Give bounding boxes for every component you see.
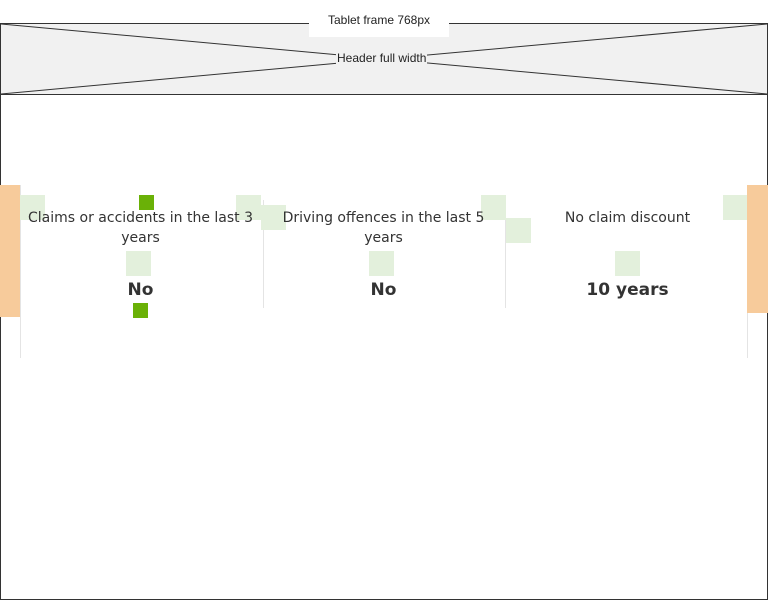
summary-value: No xyxy=(127,280,154,300)
summary-label: Driving offences in the last 5 years xyxy=(282,210,485,246)
spacing-placeholder xyxy=(481,195,506,220)
marker-top xyxy=(139,195,154,210)
spacing-placeholder xyxy=(615,251,640,276)
marker-bottom xyxy=(133,303,148,318)
summary-item-claims: Claims or accidents in the last 3 years … xyxy=(28,208,253,308)
right-side-panel xyxy=(747,185,768,313)
frame-label: Tablet frame 768px xyxy=(309,7,449,37)
tablet-frame xyxy=(0,23,768,600)
divider-1 xyxy=(263,200,264,308)
summary-value: No xyxy=(370,280,397,300)
spacing-placeholder xyxy=(261,205,286,230)
summary-label: Claims or accidents in the last 3 years xyxy=(28,210,254,246)
spacing-placeholder xyxy=(20,195,45,220)
summary-value: 10 years xyxy=(586,280,669,300)
spacing-placeholder xyxy=(126,251,151,276)
divider-2 xyxy=(505,200,506,308)
spacing-placeholder xyxy=(369,251,394,276)
divider-left xyxy=(20,185,21,358)
spacing-placeholder xyxy=(236,195,261,220)
summary-item-offences: Driving offences in the last 5 years No xyxy=(271,208,496,308)
left-side-panel xyxy=(0,185,20,317)
header-label: Header full width xyxy=(336,50,428,66)
spacing-placeholder xyxy=(506,218,531,243)
summary-item-discount: No claim discount 10 years xyxy=(515,208,740,308)
summary-label: No claim discount xyxy=(564,210,691,226)
spacing-placeholder xyxy=(723,195,748,220)
